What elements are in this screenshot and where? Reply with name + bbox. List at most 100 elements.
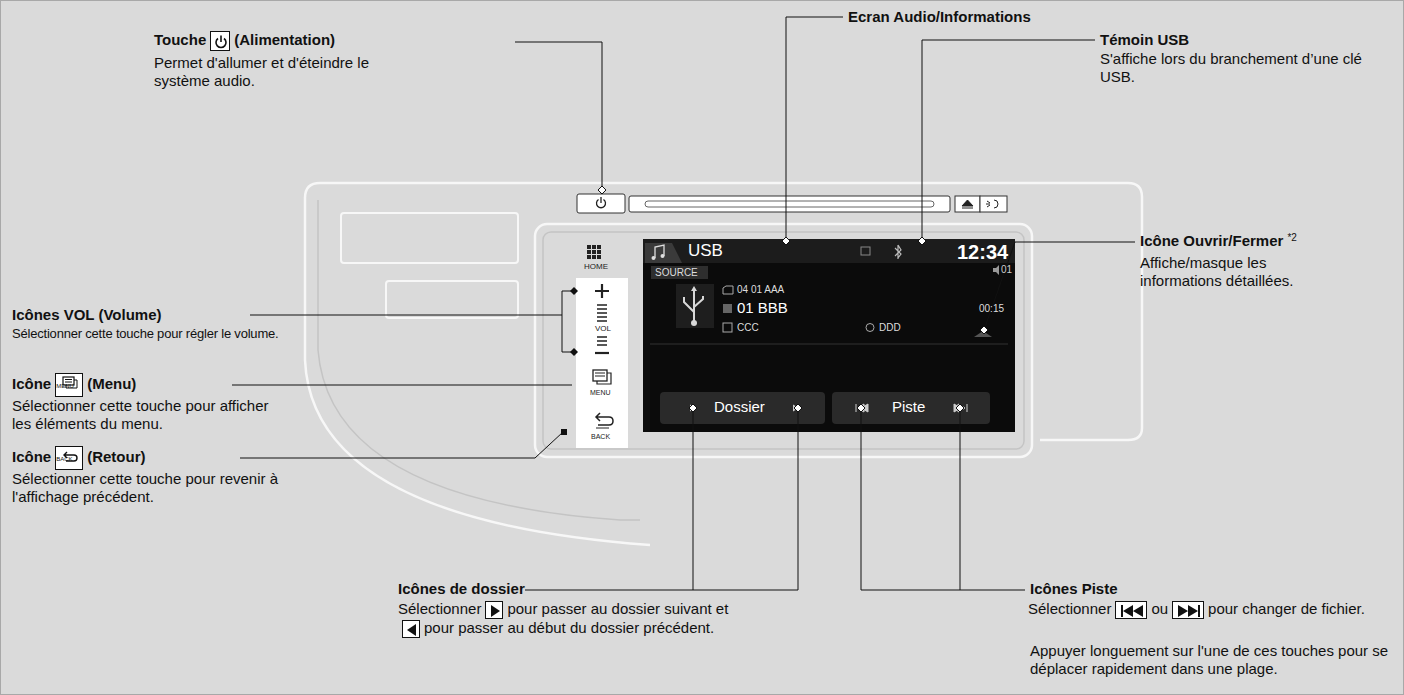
drawing-part [596,413,613,425]
label-text: pour passer au dossier suivant et [507,600,728,617]
label-text: Icône Ouvrir/Fermer [1140,232,1283,249]
callout-text: Sélectionneroupour changer de fichier. [1028,600,1400,619]
label-text: Icônes Piste [1030,580,1118,597]
label-text: (Menu) [87,375,136,392]
drawing-part [643,239,1015,432]
button-icon [210,31,230,51]
drawing-part [587,245,591,249]
drawing-part [597,255,601,259]
drawing-part [723,286,733,294]
drawing-part [525,412,798,590]
drawing-part [491,605,500,617]
drawing-part [676,284,714,328]
label-text: 04 01 AAA [737,284,784,295]
label-text: Icônes de dossier [398,580,525,597]
button-icon [402,620,420,638]
drawing-part [866,324,874,332]
callout-text: Icône Ouvrir/Fermer *2 [1140,232,1297,250]
drawing-part [723,304,732,313]
label-text: ou [1151,600,1168,617]
drawing-part [597,337,607,345]
callout-text: Sélectionnerpour passer au dossier suiva… [398,600,738,638]
label-text: pour passer au début du dossier précéden… [424,619,714,636]
drawing-part [651,266,708,279]
drawing-part [645,243,682,263]
drawing-part [723,323,732,332]
callout-text: USB [688,242,723,261]
drawing-part [689,404,697,412]
button-icon [485,601,503,619]
label-text: (Retour) [87,448,145,465]
drawing-part [856,404,868,412]
label-text: HOME [584,262,608,271]
label-text: Ecran Audio/Informations [848,8,1031,25]
drawing-part [857,404,865,412]
icon-glyph [1116,602,1148,620]
callout-text: VOL [595,325,611,333]
drawing-part [592,250,596,254]
label-text: BACK [56,456,72,462]
drawing-part [786,17,843,240]
drawing-part [661,254,665,258]
drawing-part [597,197,606,208]
drawing-part [515,42,602,188]
drawing-part [577,194,625,213]
callout-text: IcôneBACK(Retour) [12,446,146,470]
label-text: Sélectionner cette touche pour revenir à… [12,470,278,505]
label-text: Icône [12,375,51,392]
drawing-part [220,36,222,43]
drawing-part [832,392,990,424]
drawing-part [318,200,640,520]
drawing-part [922,40,1095,240]
callout-text: Sélectionner cette touche pour revenir à… [12,470,342,506]
icon-glyph [486,602,504,620]
callout-text: Sélectionner cette touche pour régler le… [12,326,352,342]
label-text: Icônes VOL (Volume) [12,306,161,323]
drawing-part [598,186,988,412]
drawing-part [598,186,606,194]
drawing-part [576,278,628,448]
drawing-part [232,17,1135,590]
label-text: pour changer de fichier. [1208,600,1365,617]
drawing-part [993,265,999,275]
drawing-part [918,237,926,245]
icon-glyph [1173,602,1205,620]
icon-glyph [403,621,421,639]
drawing-part [386,281,518,318]
drawing-part [592,255,596,259]
label-text: Appuyer longuement sur l'une de ces touc… [1030,642,1388,677]
drawing-part [684,297,694,312]
callout-text: HOME [584,263,608,271]
label-text: Dossier [714,398,765,415]
drawing-part [691,320,697,326]
label-text: Témoin USB [1100,31,1189,48]
drawing-part [650,344,1008,345]
callout-text: CCC [737,322,759,333]
drawing-part [956,404,964,412]
callout-text: MENU [590,389,611,396]
drawing-part [954,404,967,412]
drawing-part [597,245,601,249]
label-text: MENU [590,389,611,396]
drawing-part [994,200,998,208]
drawing-part [407,624,416,636]
callout-text: Icônes de dossier [398,580,525,598]
drawing-part [597,250,601,254]
callout-text: Permet d'allumer et d'éteindre le systèm… [154,54,409,90]
label-text: SOURCE [655,267,698,278]
drawing-part [629,196,950,212]
label-text: *2 [1287,232,1296,243]
callout-text: Piste [892,399,925,416]
callout-text: 01 [1001,264,1012,275]
drawing-part [980,326,988,334]
label-text: Affiche/masque les informations détaillé… [1140,254,1293,289]
drawing-part [684,290,703,322]
label-text: 01 [1001,264,1012,275]
drawing-part [645,201,934,207]
drawing-part [1123,605,1143,617]
drawing-part [861,247,870,255]
label-text: BACK [591,433,610,440]
callout-text: Appuyer longuement sur l'une de ces touc… [1030,642,1390,678]
callout-text: S'affiche lors du branchement d’une clé … [1100,50,1400,86]
